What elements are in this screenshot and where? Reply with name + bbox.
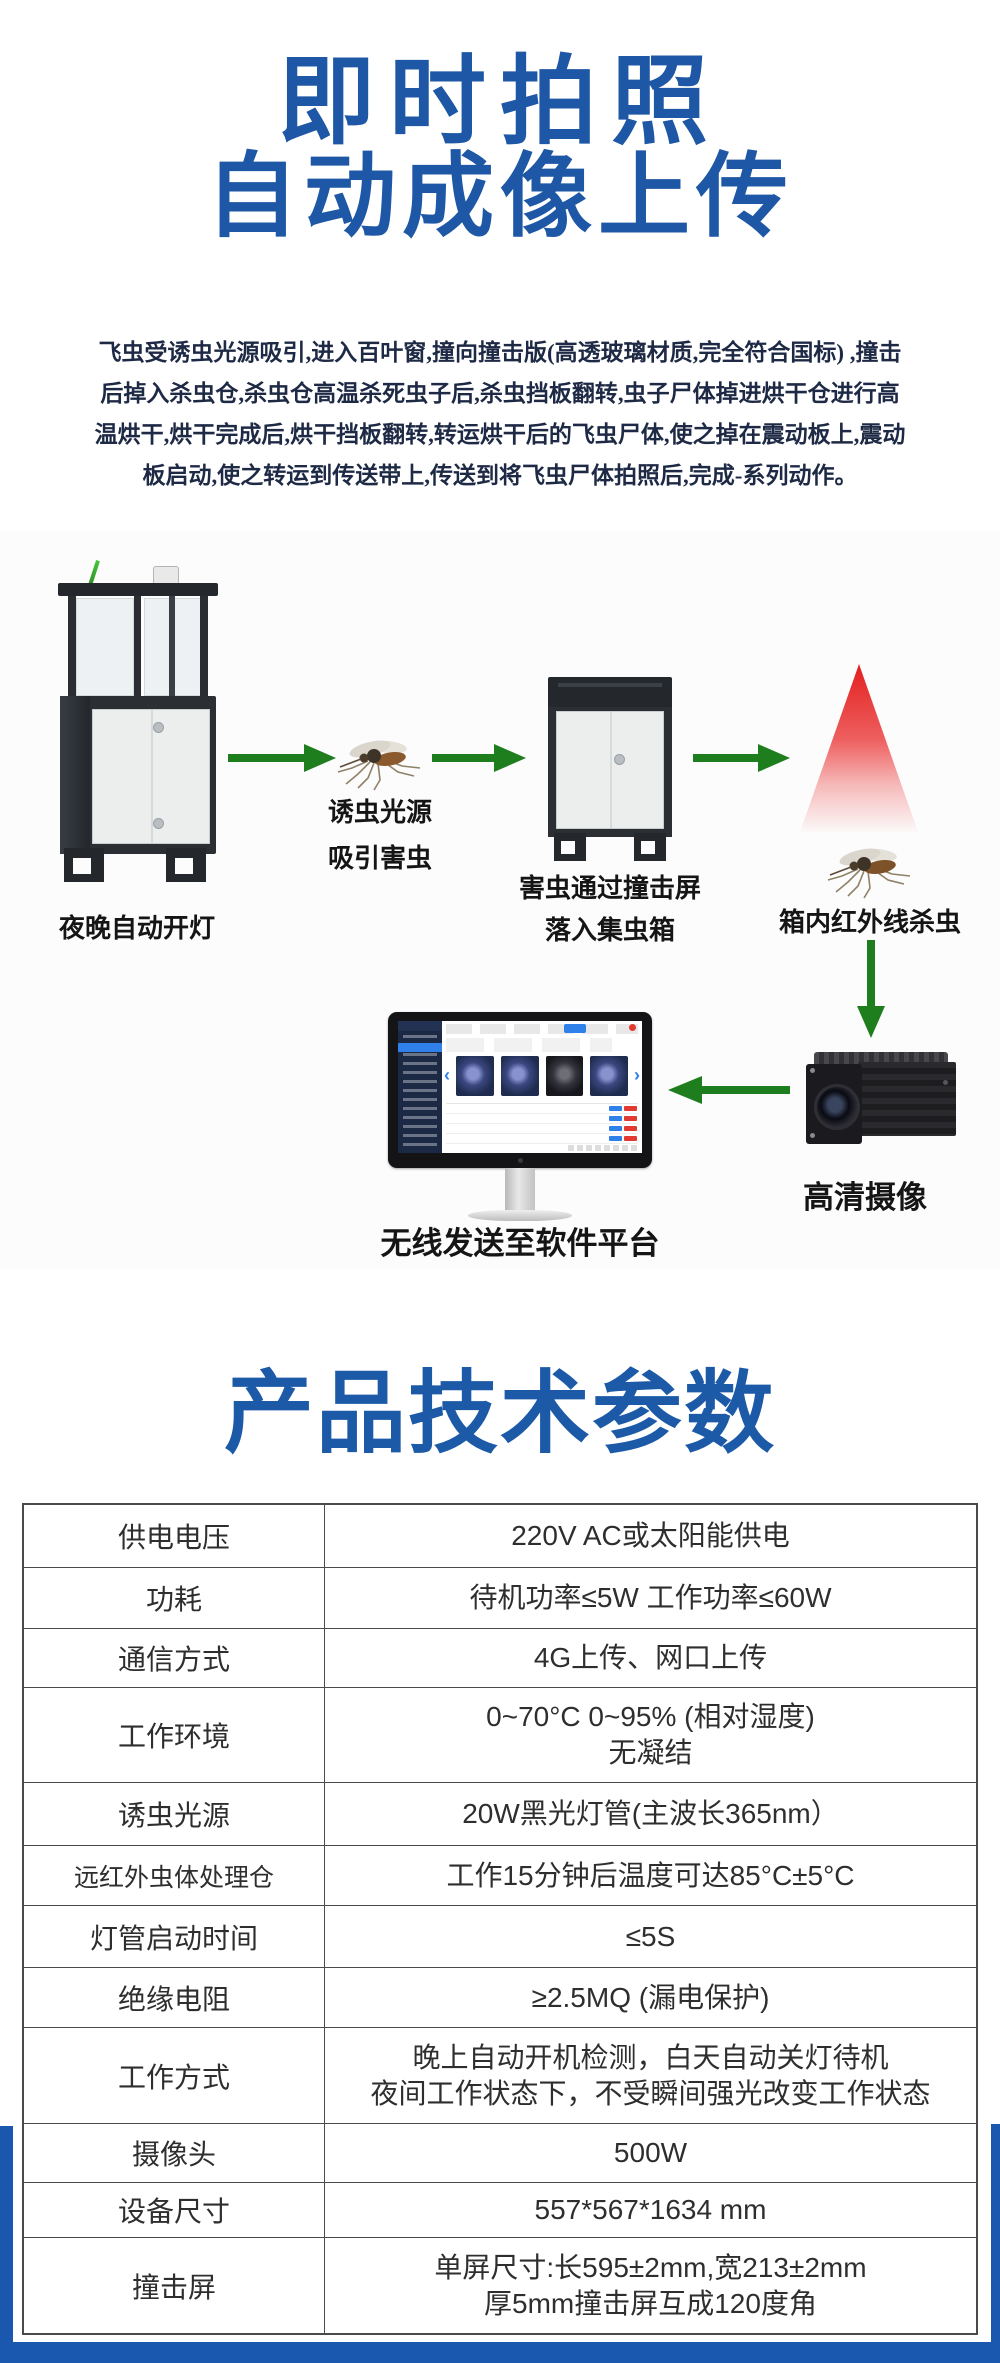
intro-line: 板启动,使之转运到传送带上,传送到将飞虫尸体拍照后,完成-系列动作。 <box>142 463 858 488</box>
software-pagination <box>568 1145 638 1151</box>
monitor-logo-dot <box>518 1158 523 1163</box>
spec-value: 4G上传、网口上传 <box>533 1642 768 1673</box>
spec-label: 设备尺寸 <box>24 2183 325 2237</box>
spec-label: 撞击屏 <box>24 2238 325 2333</box>
page-title-line2: 自动成像上传 <box>205 146 794 248</box>
spec-label: 供电电压 <box>24 1505 325 1567</box>
mosquito-icon <box>827 848 911 899</box>
process-diagram: 夜晚自动开灯 诱虫光源 吸引害虫 <box>0 530 1000 1270</box>
intro-paragraph: 飞虫受诱虫光源吸引,进入百叶窗,撞向撞击版(高透玻璃材质,完全符合国标) ,撞击… <box>30 332 970 496</box>
insect-photo-thumbnails <box>456 1056 628 1096</box>
spec-value: ≤5S <box>625 1920 676 1952</box>
spec-value: 557*567*1634 mm <box>534 2194 767 2225</box>
flow-arrows <box>228 744 885 1104</box>
trap-top-cap <box>58 583 218 596</box>
spec-value: 待机功率≤5W 工作功率≤60W <box>469 1582 832 1613</box>
software-sidebar-active-item <box>398 1043 442 1052</box>
spec-value: 20W黑光灯管(主波长365nm） <box>462 1798 839 1829</box>
step4-label: 箱内红外线杀虫 <box>778 907 961 937</box>
step3-label-line2: 落入集虫箱 <box>544 915 675 945</box>
table-row: 通信方式 4G上传、网口上传 <box>24 1628 976 1687</box>
table-row: 诱虫光源 20W黑光灯管(主波长365nm） <box>24 1782 976 1845</box>
trap-leg <box>166 848 206 882</box>
step3-label-line1: 害虫通过撞击屏 <box>518 873 701 903</box>
monitor-image: ‹ › <box>388 1012 652 1221</box>
trap-glass-frame <box>68 596 208 696</box>
spec-label: 通信方式 <box>24 1629 325 1687</box>
step1-label: 夜晚自动开灯 <box>58 913 215 943</box>
spec-label: 绝缘电阻 <box>24 1968 325 2027</box>
table-row: 工作方式 晚上自动开机检测，白天自动关灯待机 夜间工作状态下，不受瞬间强光改变工… <box>24 2027 976 2123</box>
spec-label: 远红外虫体处理仓 <box>24 1846 325 1905</box>
insect-trap-device-image <box>58 560 218 900</box>
step5-label: 高清摄像 <box>803 1180 927 1215</box>
spec-label: 摄像头 <box>24 2124 325 2182</box>
software-close-dot <box>629 1024 636 1031</box>
spec-value: 0~70°C 0~95% (相对湿度) <box>486 1701 815 1732</box>
software-data-table <box>446 1103 638 1144</box>
spec-value: ≥2.5MQ (漏电保护) <box>531 1981 770 2013</box>
table-row: 绝缘电阻 ≥2.5MQ (漏电保护) <box>24 1967 976 2027</box>
spec-label: 诱虫光源 <box>24 1783 325 1845</box>
spec-table: 供电电压 220V AC或太阳能供电 功耗 待机功率≤5W 工作功率≤60W 通… <box>22 1503 978 2335</box>
table-row: 摄像头 500W <box>24 2123 976 2182</box>
spec-value: 500W <box>613 2137 688 2168</box>
hd-camera-image <box>806 1052 956 1144</box>
spec-label: 工作方式 <box>24 2028 325 2123</box>
spec-value: 单屏尺寸:长595±2mm,宽213±2mm <box>434 2251 867 2283</box>
spec-value-line2: 夜间工作状态下，不受瞬间强光改变工作状态 <box>370 2077 931 2109</box>
camera-lens <box>814 1084 860 1130</box>
table-row: 供电电压 220V AC或太阳能供电 <box>24 1505 976 1567</box>
software-search-button <box>564 1024 586 1033</box>
spec-value-line2: 厚5mm撞击屏互成120度角 <box>484 2287 817 2319</box>
monitor-stand <box>505 1168 535 1214</box>
frame-left-band <box>0 2126 13 2363</box>
table-row: 远红外虫体处理仓 工作15分钟后温度可达85°C±5°C <box>24 1845 976 1905</box>
table-row: 工作环境 0~70°C 0~95% (相对湿度) 无凝结 <box>24 1687 976 1782</box>
spec-value: 晚上自动开机检测，白天自动关灯待机 <box>412 2041 889 2073</box>
section-title-specs: 产品技术参数 <box>224 1364 776 1464</box>
software-main-area: ‹ › <box>442 1021 642 1153</box>
step6-label: 无线发送至软件平台 <box>380 1226 660 1261</box>
intro-line: 温烘干,烘干完成后,烘干挡板翻转,转运烘干后的飞虫尸体,使之掉在震动板上,震动 <box>94 422 906 447</box>
step2-label-line1: 诱虫光源 <box>327 797 432 827</box>
spec-label: 灯管启动时间 <box>24 1906 325 1967</box>
intro-line: 飞虫受诱虫光源吸引,进入百叶窗,撞向撞击版(高透玻璃材质,完全符合国标) ,撞击 <box>98 340 902 365</box>
frame-right-band <box>991 2124 1000 2363</box>
frame-bottom-band <box>0 2342 1000 2363</box>
step2-label-line2: 吸引害虫 <box>327 843 432 873</box>
spec-value-line2: 无凝结 <box>608 1737 693 1768</box>
spec-label: 功耗 <box>24 1568 325 1628</box>
monitor-bezel: ‹ › <box>388 1012 652 1168</box>
table-row: 设备尺寸 557*567*1634 mm <box>24 2182 976 2237</box>
carousel-right-chevron: › <box>634 1065 640 1085</box>
spec-value: 220V AC或太阳能供电 <box>511 1520 790 1551</box>
trap-leg <box>64 848 104 882</box>
monitor-base <box>468 1210 572 1221</box>
spec-value: 工作15分钟后温度可达85°C±5°C <box>446 1859 855 1891</box>
mosquito-icon <box>337 740 421 791</box>
table-row: 功耗 待机功率≤5W 工作功率≤60W <box>24 1567 976 1628</box>
page-title-line1: 即时拍照 <box>278 49 722 156</box>
trap-cabinet <box>60 696 216 854</box>
carousel-left-chevron: ‹ <box>444 1065 450 1085</box>
intro-line: 后掉入杀虫仓,杀虫仓高温杀死虫子后,杀虫挡板翻转,虫子尸体掉进烘干仓进行高 <box>100 381 900 406</box>
table-row: 灯管启动时间 ≤5S <box>24 1905 976 1967</box>
software-screen: ‹ › <box>398 1021 642 1153</box>
collection-box-image <box>548 677 672 862</box>
table-row: 撞击屏 单屏尺寸:长595±2mm,宽213±2mm 厚5mm撞击屏互成120度… <box>24 2237 976 2333</box>
spec-label: 工作环境 <box>24 1688 325 1782</box>
